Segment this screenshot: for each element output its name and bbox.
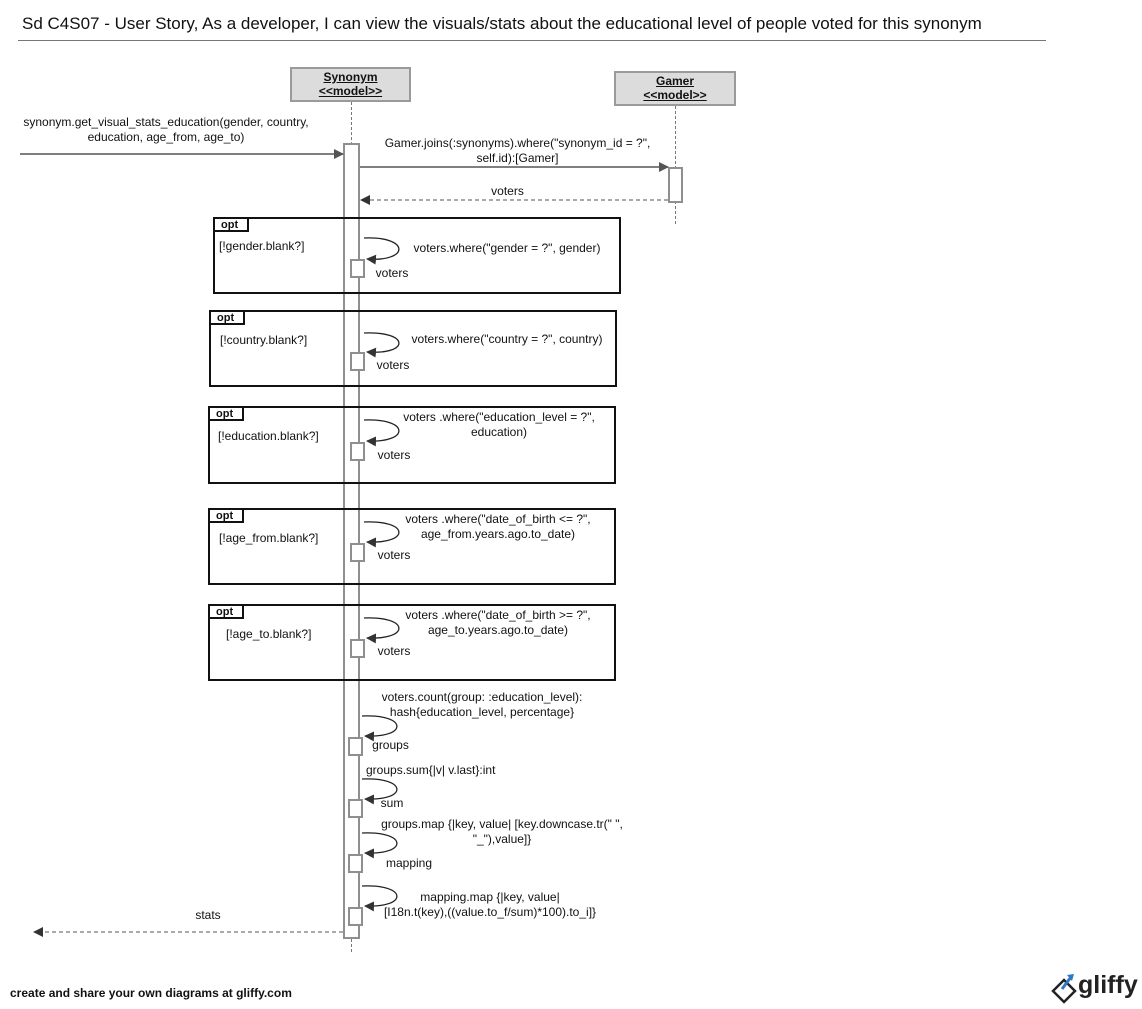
mapping-call-label: groups.map {|key, value| [key.downcase.t… bbox=[376, 817, 628, 847]
actor-gamer-stereotype: <<model>> bbox=[643, 88, 707, 102]
education-call-line-2: education) bbox=[470, 425, 528, 439]
mapping-call-line-2: "_"),value]} bbox=[472, 832, 532, 846]
country-call-line-1: voters.where("country = ?", country) bbox=[411, 332, 603, 346]
gamer-activation-bar bbox=[668, 167, 683, 203]
opt-fragment-age-from[interactable]: opt bbox=[208, 508, 616, 585]
self-call-arrow-sum bbox=[361, 778, 398, 805]
guard-education: [!education.blank?] bbox=[218, 429, 319, 443]
age-to-call-line-1: voters .where("date_of_birth >= ?", bbox=[405, 608, 591, 622]
actor-gamer-name: Gamer bbox=[655, 74, 695, 88]
country-call-label: voters.where("country = ?", country) bbox=[400, 332, 614, 347]
gender-call-line-1: voters.where("gender = ?", gender) bbox=[413, 241, 601, 255]
opt-fragment-education[interactable]: opt bbox=[208, 406, 616, 484]
opt-fragment-operator: opt bbox=[210, 408, 244, 421]
self-call-box-age-to bbox=[350, 639, 365, 658]
opt-fragment-age-to[interactable]: opt bbox=[208, 604, 616, 681]
gamer-return-label: voters bbox=[491, 184, 524, 198]
guard-gender: [!gender.blank?] bbox=[219, 239, 305, 253]
entry-message-line-1: synonym.get_visual_stats_education(gende… bbox=[23, 115, 309, 129]
age-from-call-line-2: age_from.years.ago.to_date) bbox=[420, 527, 576, 541]
sum-call-label: groups.sum{|v| v.last}:int bbox=[366, 763, 496, 777]
gamer-call-line-2: self.id):[Gamer] bbox=[476, 151, 559, 165]
country-result-label: voters bbox=[376, 358, 410, 372]
self-call-box-final bbox=[348, 907, 363, 926]
age-to-call-line-2: age_to.years.ago.to_date) bbox=[427, 623, 569, 637]
education-call-line-1: voters .where("education_level = ?", bbox=[403, 410, 595, 424]
mapping-result-label: mapping bbox=[385, 856, 433, 870]
final-call-line-1: mapping.map {|key, value| bbox=[420, 890, 560, 904]
age-to-call-label: voters .where("date_of_birth >= ?", age_… bbox=[392, 608, 604, 638]
self-call-box-gender bbox=[350, 259, 365, 278]
opt-fragment-gender[interactable]: opt bbox=[213, 217, 621, 294]
self-call-box-education bbox=[350, 442, 365, 461]
groups-call-line-2: hash{education_level, percentage} bbox=[389, 705, 575, 719]
self-call-arrow-gender bbox=[363, 237, 400, 265]
guard-age-from: [!age_from.blank?] bbox=[219, 531, 319, 545]
gender-result-label: voters bbox=[375, 266, 409, 280]
self-call-arrow-mapping bbox=[361, 832, 398, 859]
gliffy-logo[interactable]: gliffy bbox=[1050, 971, 1140, 1005]
entry-message-line-2: education, age_from, age_to) bbox=[87, 130, 245, 144]
guard-age-to: [!age_to.blank?] bbox=[226, 627, 312, 641]
self-call-arrow-age-to bbox=[363, 617, 400, 644]
opt-fragment-operator: opt bbox=[210, 510, 244, 523]
self-call-box-mapping bbox=[348, 854, 363, 873]
gamer-call-label: Gamer.joins(:synonyms).where("synonym_id… bbox=[365, 136, 670, 166]
age-to-result-label: voters bbox=[377, 644, 411, 658]
age-from-call-label: voters .where("date_of_birth <= ?", age_… bbox=[392, 512, 604, 542]
gamer-lifeline bbox=[675, 106, 676, 224]
self-call-arrow-age-from bbox=[363, 521, 400, 548]
self-call-box-sum bbox=[348, 799, 363, 818]
groups-call-label: voters.count(group: :education_level): h… bbox=[372, 690, 592, 720]
groups-result-label: groups bbox=[372, 738, 409, 752]
stats-return-label: stats bbox=[195, 908, 221, 922]
final-call-line-2: [I18n.t(key),((value.to_f/sum)*100).to_i… bbox=[383, 905, 597, 919]
self-call-arrow-country bbox=[363, 332, 400, 358]
actor-synonym[interactable]: Synonym <<model>> bbox=[290, 67, 411, 102]
education-result-label: voters bbox=[377, 448, 411, 462]
sum-result-label: sum bbox=[380, 796, 404, 810]
groups-call-line-1: voters.count(group: :education_level): bbox=[381, 690, 583, 704]
self-call-box-groups bbox=[348, 737, 363, 756]
gliffy-logo-icon bbox=[1051, 974, 1077, 1004]
education-call-label: voters .where("education_level = ?", edu… bbox=[392, 410, 606, 440]
title-divider bbox=[18, 40, 1046, 41]
self-call-arrow-education bbox=[363, 419, 400, 447]
self-call-box-country bbox=[350, 352, 365, 371]
diagram-title: Sd C4S07 - User Story, As a developer, I… bbox=[22, 14, 982, 33]
gliffy-logo-text: gliffy bbox=[1078, 971, 1138, 999]
mapping-call-line-1: groups.map {|key, value| [key.downcase.t… bbox=[381, 817, 623, 831]
opt-fragment-country[interactable]: opt bbox=[209, 310, 617, 387]
self-call-arrow-groups bbox=[361, 715, 398, 742]
age-from-result-label: voters bbox=[377, 548, 411, 562]
opt-fragment-operator: opt bbox=[215, 219, 249, 232]
actor-synonym-stereotype: <<model>> bbox=[318, 84, 383, 98]
entry-message-label: synonym.get_visual_stats_education(gende… bbox=[12, 115, 320, 145]
gender-call-label: voters.where("gender = ?", gender) bbox=[398, 241, 616, 256]
footer-text[interactable]: create and share your own diagrams at gl… bbox=[10, 986, 292, 1000]
actor-synonym-name: Synonym bbox=[323, 70, 378, 84]
guard-country: [!country.blank?] bbox=[220, 333, 308, 347]
self-call-arrow-final bbox=[361, 885, 398, 912]
age-from-call-line-1: voters .where("date_of_birth <= ?", bbox=[405, 512, 591, 526]
self-call-box-age-from bbox=[350, 543, 365, 562]
opt-fragment-operator: opt bbox=[210, 606, 244, 619]
final-call-label: mapping.map {|key, value| [I18n.t(key),(… bbox=[372, 890, 608, 920]
opt-fragment-operator: opt bbox=[211, 312, 245, 325]
actor-gamer[interactable]: Gamer <<model>> bbox=[614, 71, 736, 106]
gamer-call-line-1: Gamer.joins(:synonyms).where("synonym_id… bbox=[384, 136, 651, 150]
